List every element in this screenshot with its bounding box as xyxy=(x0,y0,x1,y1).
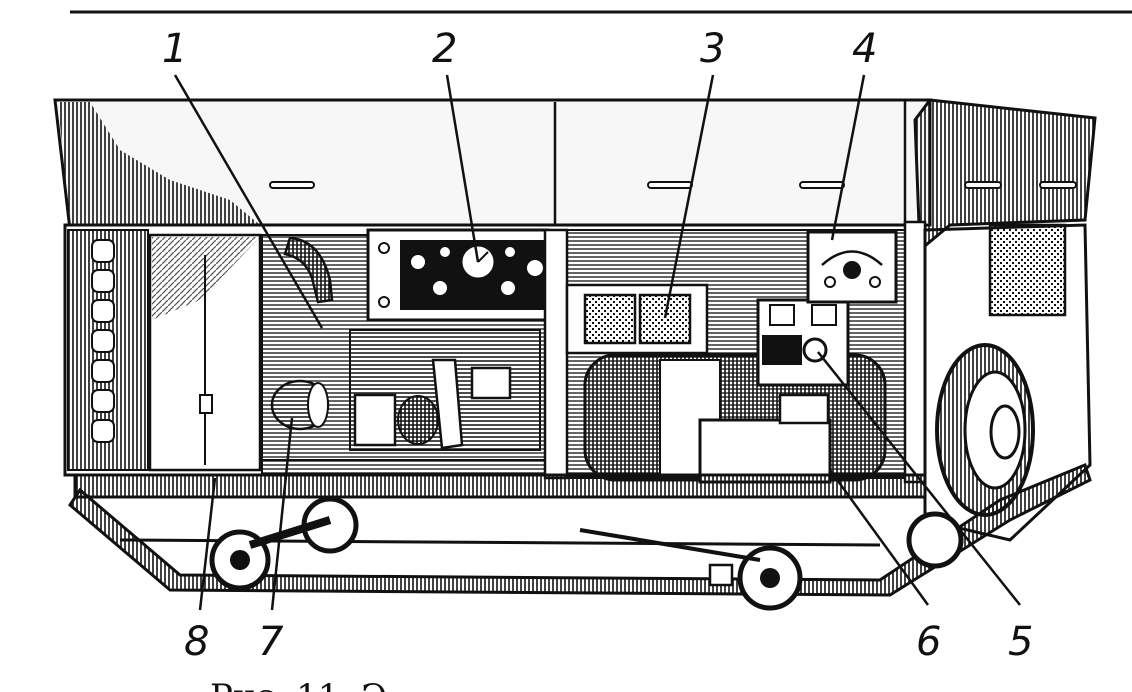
raised-side-panel xyxy=(913,98,1097,254)
mesh-box xyxy=(638,293,692,345)
panel-screw xyxy=(378,296,390,308)
leader-line-6 xyxy=(828,469,930,606)
leader-line-4 xyxy=(830,74,866,241)
leader-line-1 xyxy=(173,74,324,329)
door-latch xyxy=(199,394,213,414)
roof-left-shading xyxy=(58,102,260,228)
exhaust-pipe xyxy=(283,236,334,304)
callout-3: 3 xyxy=(700,26,725,72)
roof-handle xyxy=(964,181,1002,189)
roof-handle xyxy=(269,181,315,189)
trailer-chassis xyxy=(68,463,1092,611)
engine-part xyxy=(470,366,512,400)
callout-8: 8 xyxy=(184,619,209,665)
mesh-box xyxy=(583,293,637,345)
callout-6: 6 xyxy=(916,619,941,665)
roof-handle xyxy=(799,181,845,189)
callout-7: 7 xyxy=(258,619,284,665)
callout-2: 2 xyxy=(432,26,457,72)
compartment-divider xyxy=(543,228,569,480)
leader-line-3 xyxy=(663,74,715,319)
mounting-bracket xyxy=(698,418,832,484)
panel-screw xyxy=(378,242,390,254)
gauge-dial xyxy=(438,245,452,259)
roof-panels xyxy=(53,98,1097,254)
gauge-dial xyxy=(499,279,517,297)
gauge-dial xyxy=(503,245,517,259)
generator-compartment xyxy=(565,229,906,484)
leader-lines xyxy=(173,74,1021,611)
louvre-slots xyxy=(91,239,115,443)
leader-line-2 xyxy=(445,74,480,263)
vent-grille xyxy=(988,223,1067,317)
leader-line-5 xyxy=(817,351,1021,606)
callout-5: 5 xyxy=(1008,619,1033,665)
roof-handle xyxy=(647,181,693,189)
tow-bar xyxy=(248,516,332,549)
gauge-dial xyxy=(525,258,545,278)
callout-4: 4 xyxy=(852,26,877,72)
leader-line-8 xyxy=(198,477,217,611)
callout-1: 1 xyxy=(162,26,187,72)
chassis-frame xyxy=(68,463,1092,597)
roof-handle xyxy=(1039,181,1077,189)
leader-line-7 xyxy=(270,417,294,611)
figure-caption: Рис. 11. Э xyxy=(210,677,387,692)
callout-labels: 1 2 3 4 5 6 7 8 xyxy=(162,26,1033,665)
chassis-rail xyxy=(73,473,927,499)
engine-part xyxy=(353,393,397,447)
gauge-dial xyxy=(409,253,427,271)
wheel xyxy=(906,511,964,569)
engine-compartment xyxy=(261,228,563,476)
engine-part xyxy=(397,395,439,445)
fuel-filter xyxy=(431,358,464,450)
right-end xyxy=(903,220,1092,542)
gauge-dial xyxy=(431,279,449,297)
